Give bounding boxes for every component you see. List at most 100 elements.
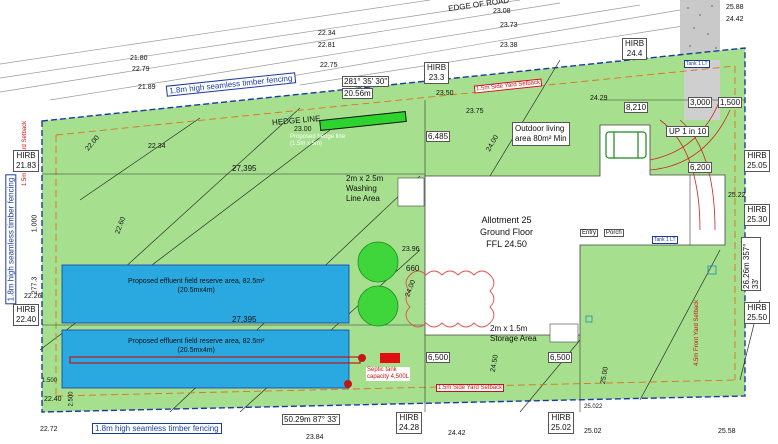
storage-size: 2m x 1.5m <box>490 324 528 333</box>
hirb-label: HIRB <box>551 413 571 422</box>
outdoor-living-text: Outdoor living area 80m² Min <box>512 122 570 146</box>
level-26: 22.72 <box>40 426 58 433</box>
level-27: 23.84 <box>306 434 324 441</box>
dim-6500-left: 6,500 <box>426 352 451 363</box>
storage-text: 2m x 1.5m Storage Area <box>490 324 537 344</box>
distance-top: 20.56m <box>342 88 373 99</box>
dim-6200: 6,200 <box>688 162 713 173</box>
car-icon <box>605 131 647 159</box>
hedge-note-line1: Proposed hedge line <box>290 134 346 140</box>
level-9: 23.38 <box>500 42 518 49</box>
setback-side-top: 1.5m Side Yard Setback <box>473 78 543 94</box>
bearing-bottom: 50.29m 87° 33' <box>282 414 340 425</box>
hirb-badge-8: HIRB 24.28 <box>396 412 423 434</box>
irrigation-line1: Irrigation <box>425 292 449 298</box>
outdoor-line2: area 80m² Min <box>515 134 567 143</box>
level-25: 22.60 <box>114 216 128 235</box>
dim-1500: 1,500 <box>718 97 743 108</box>
septic-line2: capacity 4,500L <box>367 374 410 380</box>
washing-line2: Line Area <box>346 194 380 203</box>
storage-label: Storage Area <box>490 334 537 343</box>
septic-pit-1 <box>358 354 366 362</box>
driveway-inside <box>684 60 720 120</box>
house-footprint <box>424 124 726 336</box>
irrigation-area <box>405 270 495 328</box>
level-18: 22.00 <box>84 134 102 153</box>
dim-6500-right: 6,500 <box>548 352 573 363</box>
effluent-1-text: Proposed effluent field reserve area, 82… <box>128 277 264 295</box>
tree-2 <box>357 285 399 327</box>
dim-8210: 8,210 <box>624 102 649 113</box>
hirb-value: 21.83 <box>16 161 37 170</box>
level-32: 25.58 <box>718 428 736 435</box>
hirb-label: HIRB <box>399 413 419 422</box>
irrigation-line2: area 25,000 litres <box>425 299 472 305</box>
hirb-label: HIRB <box>16 151 36 160</box>
dim-25022: 25.022 <box>584 404 603 410</box>
level-15: 24.29 <box>590 95 608 102</box>
bearing-top: 281° 35' 30" <box>342 76 390 87</box>
hirb-badge-7: HIRB 25.50 <box>744 302 771 324</box>
level-31: 25.02 <box>584 428 602 435</box>
hirb-badge-3: HIRB 21.83 <box>13 150 40 172</box>
effluent-1-line1: Proposed effluent field reserve area, 82… <box>128 278 265 285</box>
fence-bottom-label: 1.8m high seamless timber fencing <box>92 423 222 434</box>
level-8: 23.08 <box>493 8 511 15</box>
irrigation-line3: for water supply <box>425 306 468 312</box>
tank-left-label: Tank 1 LT <box>652 236 678 244</box>
irrigation-text: Irrigation area 25,000 litres for water … <box>425 292 471 313</box>
hirb-label: HIRB <box>747 205 767 214</box>
hedge-bar <box>319 110 407 132</box>
effluent-2-line1: Proposed effluent field reserve area, 82… <box>128 338 265 345</box>
effluent-area-2 <box>61 329 350 389</box>
hirb-value: 25.50 <box>747 313 768 322</box>
level-5: 22.75 <box>320 62 338 69</box>
level-10: 23.73 <box>500 22 518 29</box>
hirb-label: HIRB <box>747 151 767 160</box>
hirb-label: HIRB <box>427 63 447 72</box>
hedge-note: Proposed hedge line (1.5m x 5m) <box>290 134 345 148</box>
level-6: 22.81 <box>318 42 336 49</box>
tank-right-label: Tank 1 LT <box>684 60 710 68</box>
level-22: 22.26 <box>24 293 42 300</box>
dim-27395-mid: 27,395 <box>232 315 257 324</box>
hirb-label: HIRB <box>625 39 645 48</box>
dim-2500: 2.500 <box>68 391 75 407</box>
level-30: 25.00 <box>599 366 610 385</box>
water-tank-marker-2 <box>585 315 593 323</box>
level-29: 24.50 <box>489 354 500 373</box>
level-19: 24.00 <box>485 134 501 153</box>
dim-1500v: 1.500 <box>42 378 58 384</box>
tree-1 <box>357 241 399 283</box>
level-11: 24.42 <box>726 16 744 23</box>
fence-left-label: 1.8m high seamless timber fencing <box>5 174 17 305</box>
hirb-badge-2: HIRB 24.4 <box>622 38 648 60</box>
effluent-1-line2: (20.5mx4m) <box>177 287 215 294</box>
setback-front: 4.5m Front Yard Setback <box>694 299 700 366</box>
level-17: 22.34 <box>148 143 166 150</box>
level-2: 21.80 <box>130 55 148 62</box>
allotment-floor: Ground Floor <box>480 227 534 237</box>
level-33: 25.22 <box>728 192 746 199</box>
level-24: 22.40 <box>44 396 62 403</box>
allotment-text: Allotment 25 Ground Floor FFL 24.50 <box>480 214 533 250</box>
septic-pit-2 <box>344 380 352 388</box>
washing-size: 2m x 2.5m <box>346 174 384 183</box>
hirb-badge-4: HIRB 22.40 <box>13 304 40 326</box>
level-14: 23.75 <box>466 108 484 115</box>
hirb-value: 25.05 <box>747 161 768 170</box>
septic-text: Septic tank capacity 4,500L <box>366 367 411 381</box>
hirb-badge-5: HIRB 25.05 <box>744 150 771 172</box>
septic-line1: Septic tank <box>367 367 397 373</box>
hirb-label: HIRB <box>16 305 36 314</box>
hirb-value: 22.40 <box>16 315 37 324</box>
outdoor-line1: Outdoor living <box>515 124 565 133</box>
hirb-badge-9: HIRB 25.02 <box>548 412 575 434</box>
hirb-value: 24.4 <box>626 49 643 58</box>
up-label: UP 1 in 10 <box>666 126 710 137</box>
hirb-label: HIRB <box>747 303 767 312</box>
effluent-2-line2: (20.5mx4m) <box>177 347 215 354</box>
level-20: 23.96 <box>402 246 420 253</box>
hedge-note-line2: (1.5m x 5m) <box>290 141 323 147</box>
